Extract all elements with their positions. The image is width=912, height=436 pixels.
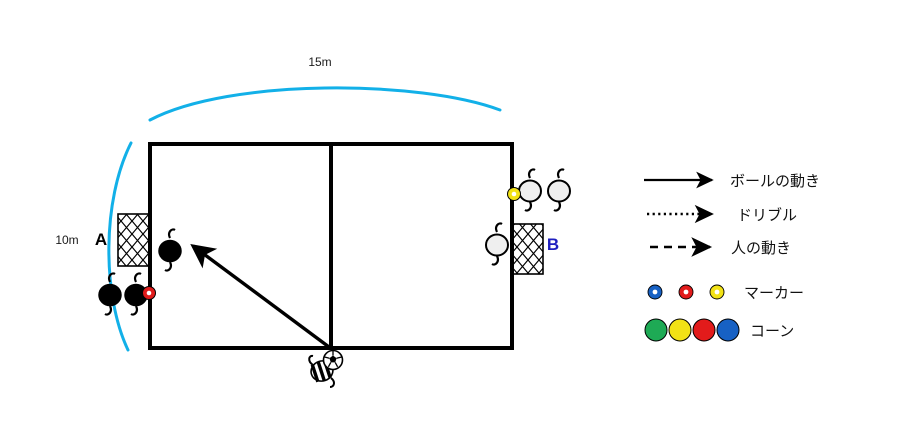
soccer-ball <box>322 349 344 371</box>
legend-row-cones: コーン <box>644 318 794 342</box>
legend-label-cones: コーン <box>750 323 794 340</box>
goal-left <box>117 213 152 267</box>
player-black-queue-1 <box>98 272 122 316</box>
legend-row-dribble: ドリブル <box>647 204 797 224</box>
legend-label-player-movement: 人の動き <box>731 240 791 257</box>
legend-row-player-movement: 人の動き <box>650 237 791 257</box>
team-label-b: B <box>547 235 559 254</box>
cone-red-icon <box>692 318 716 342</box>
marker-blue-icon <box>647 284 663 300</box>
marker-red <box>142 286 156 300</box>
marker-red-icon <box>678 284 694 300</box>
legend-row-markers: マーカー <box>647 284 804 302</box>
dimension-arc-height <box>107 141 133 352</box>
legend-label-markers: マーカー <box>744 285 804 302</box>
player-black-attacker <box>158 228 182 272</box>
player-white-queue-2 <box>547 168 571 212</box>
legend-row-ball-movement: ボールの動き <box>644 171 820 190</box>
cone-green-icon <box>644 318 668 342</box>
width-dimension-label: 15m <box>308 55 331 69</box>
marker-yellow-icon <box>709 284 725 300</box>
height-dimension-label: 10m <box>55 233 78 247</box>
legend-label-ball-movement: ボールの動き <box>730 173 820 190</box>
ball-movement-arrow <box>190 243 331 349</box>
team-label-a: A <box>95 230 107 249</box>
legend-label-dribble: ドリブル <box>737 206 797 224</box>
goal-right <box>511 223 544 275</box>
player-white-queue-1 <box>518 168 542 212</box>
legend: ボールの動き ドリブル 人の動き <box>644 171 820 342</box>
cone-yellow-icon <box>668 318 692 342</box>
player-black-queue-2 <box>124 272 148 316</box>
dimension-arc-width <box>148 86 502 122</box>
playing-field <box>148 142 514 350</box>
marker-yellow <box>507 187 521 201</box>
cone-blue-icon <box>716 318 740 342</box>
player-white-keeper <box>485 222 509 266</box>
